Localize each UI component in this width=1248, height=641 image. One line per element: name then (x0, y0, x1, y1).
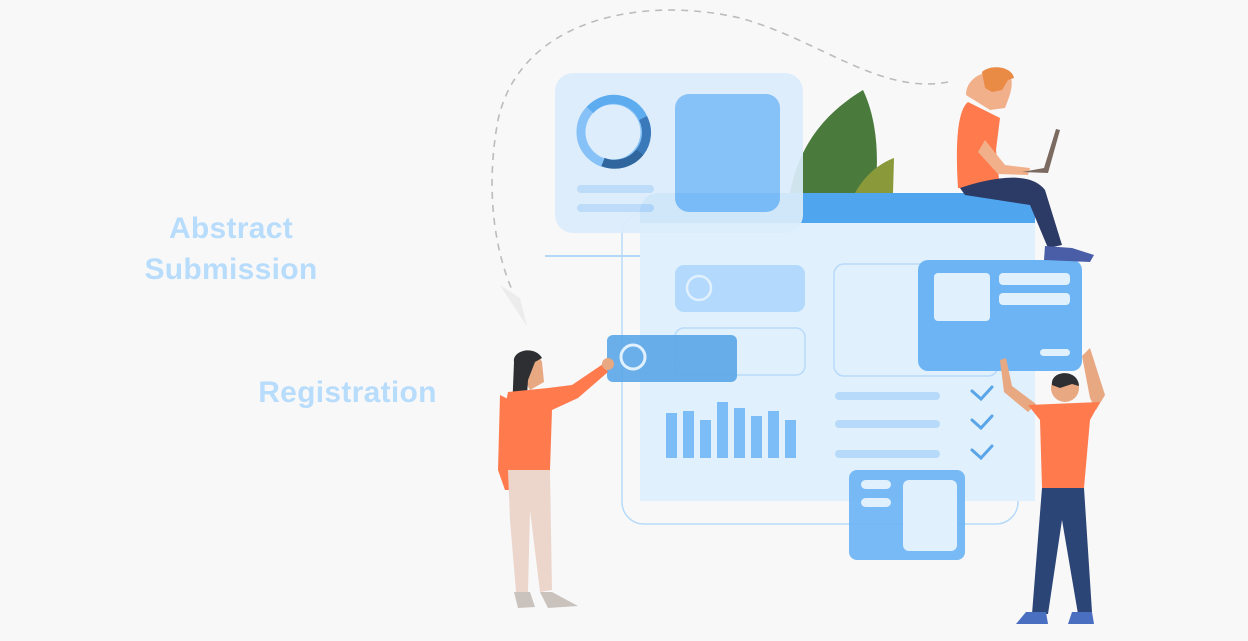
check-icon (970, 385, 994, 402)
person-man-holding-card (1000, 348, 1105, 624)
dashed-path (491, 9, 949, 291)
abstract-label-line1: Abstract (168, 212, 294, 245)
abstract-submission-label[interactable]: Abstract Submission (126, 208, 336, 290)
check-icon (970, 414, 994, 431)
person-sitting-with-laptop (956, 67, 1094, 262)
stats-card (555, 73, 803, 233)
person-woman-pointing (498, 350, 614, 608)
profile-card (918, 260, 1082, 371)
bottom-card (849, 470, 965, 560)
checklist (835, 385, 994, 461)
check-icon (970, 444, 994, 461)
paper-plane-icon (500, 285, 527, 326)
registration-label[interactable]: Registration (258, 376, 437, 409)
bar-chart-icon (666, 402, 796, 458)
abstract-label-line2: Submission (144, 253, 318, 286)
radio-option-button (607, 335, 737, 382)
leaf-icon (790, 90, 894, 193)
